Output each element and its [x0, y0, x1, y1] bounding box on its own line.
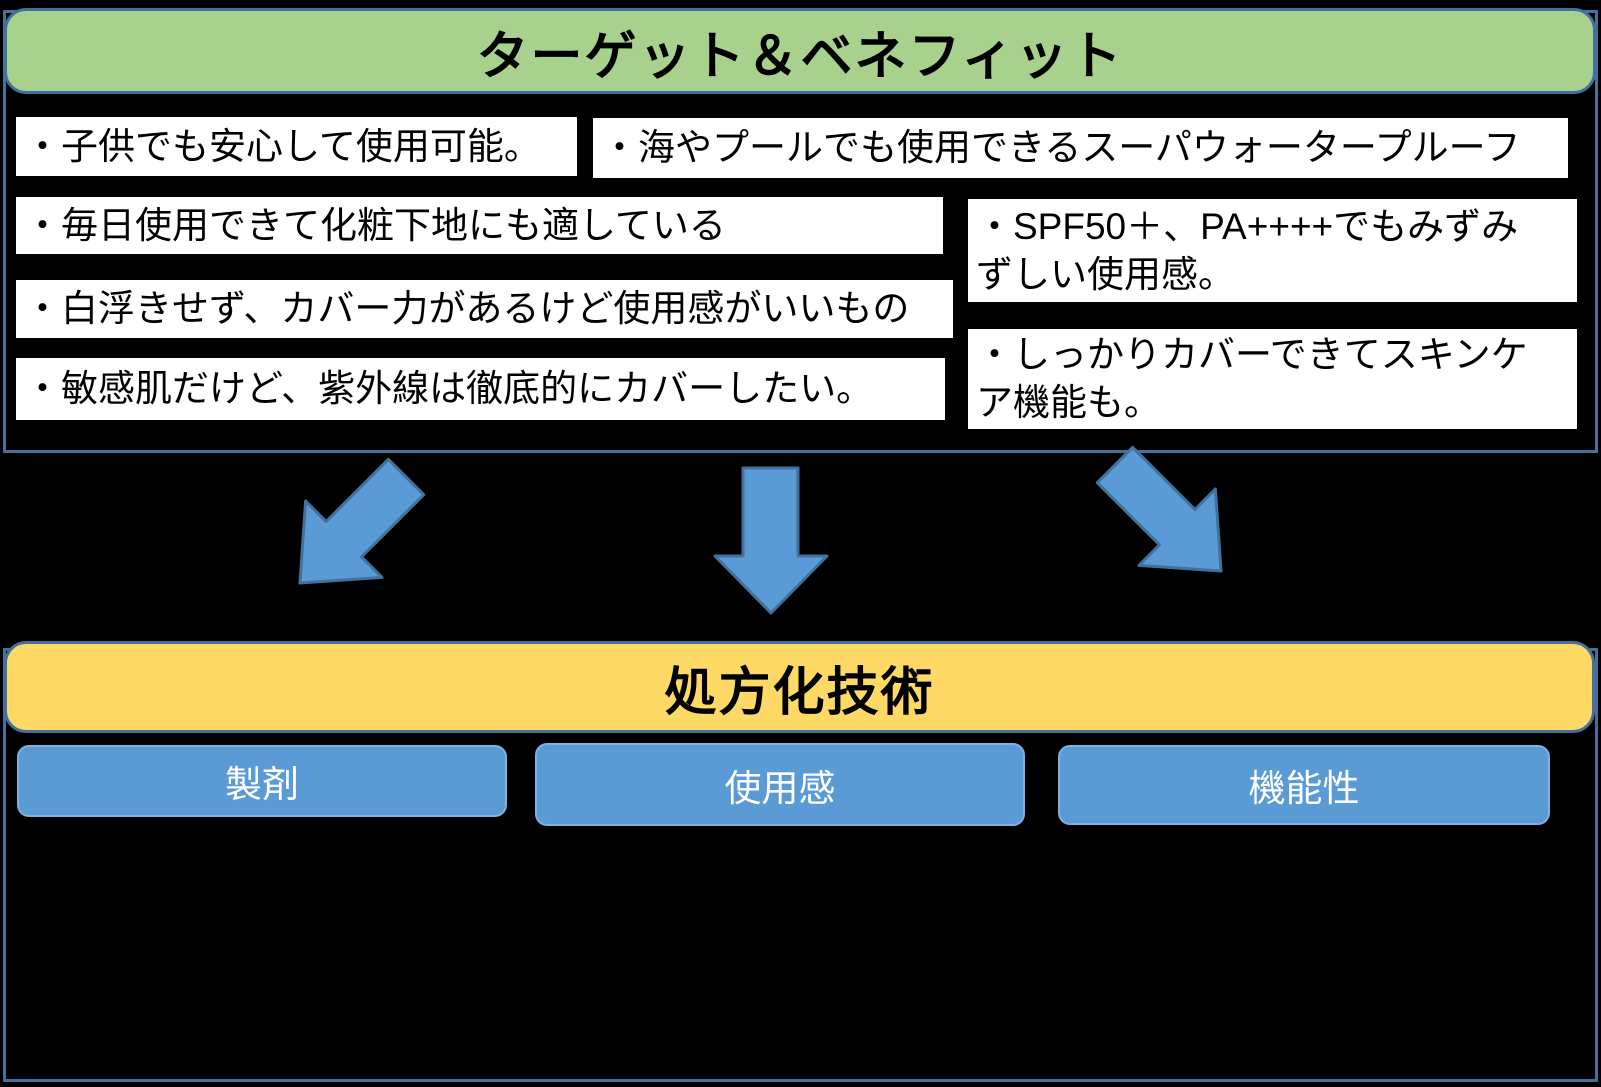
- formulation-title: 処方化技術: [664, 663, 935, 722]
- benefit-item-waterproof: ・海やプールでも使用できるスーパウォータープルーフ: [593, 118, 1568, 178]
- benefit-item-waterproof-text: ・海やプールでも使用できるスーパウォータープルーフ: [601, 127, 1521, 168]
- category-chip-feel-label: 使用感: [724, 767, 836, 809]
- benefit-item-daily-use-text: ・毎日使用できて化粧下地にも適している: [24, 204, 726, 246]
- benefit-item-skincare: ・しっかりカバーできてスキンケ ア機能も。: [968, 329, 1577, 429]
- category-chip-feel: 使用感: [535, 743, 1025, 826]
- target-benefit-header: ターゲット＆ベネフィット: [4, 8, 1596, 94]
- category-chip-formulation-label: 製剤: [225, 764, 299, 805]
- benefit-item-spf: ・SPF50＋、PA++++でもみずみ ずしい使用感。: [968, 199, 1577, 302]
- category-chip-functionality-label: 機能性: [1248, 768, 1360, 809]
- benefit-item-spf-text: ・SPF50＋、PA++++でもみずみ ずしい使用感。: [976, 205, 1519, 295]
- down-arrow-icon: [713, 466, 829, 615]
- down-left-arrow-icon: [298, 457, 426, 585]
- category-chip-functionality: 機能性: [1058, 745, 1550, 825]
- down-right-arrow-icon: [1095, 445, 1223, 573]
- target-benefit-title: ターゲット＆ベネフィット: [476, 27, 1124, 86]
- formulation-header: 処方化技術: [4, 641, 1595, 733]
- benefit-item-no-white-cast-text: ・白浮きせず、カバー力があるけど使用感がいいもの: [24, 288, 910, 329]
- benefit-item-no-white-cast: ・白浮きせず、カバー力があるけど使用感がいいもの: [16, 280, 953, 338]
- benefit-item-daily-use: ・毎日使用できて化粧下地にも適している: [16, 197, 943, 254]
- benefit-item-sensitive-skin: ・敏感肌だけど、紫外線は徹底的にカバーしたい。: [16, 358, 945, 420]
- benefit-item-sensitive-skin-text: ・敏感肌だけど、紫外線は徹底的にカバーしたい。: [24, 368, 874, 409]
- category-chip-formulation: 製剤: [17, 745, 507, 817]
- benefit-item-skincare-text: ・しっかりカバーできてスキンケ ア機能も。: [976, 334, 1528, 423]
- benefit-item-kids-text: ・子供でも安心して使用可能。: [24, 125, 541, 167]
- benefit-item-kids: ・子供でも安心して使用可能。: [16, 117, 577, 176]
